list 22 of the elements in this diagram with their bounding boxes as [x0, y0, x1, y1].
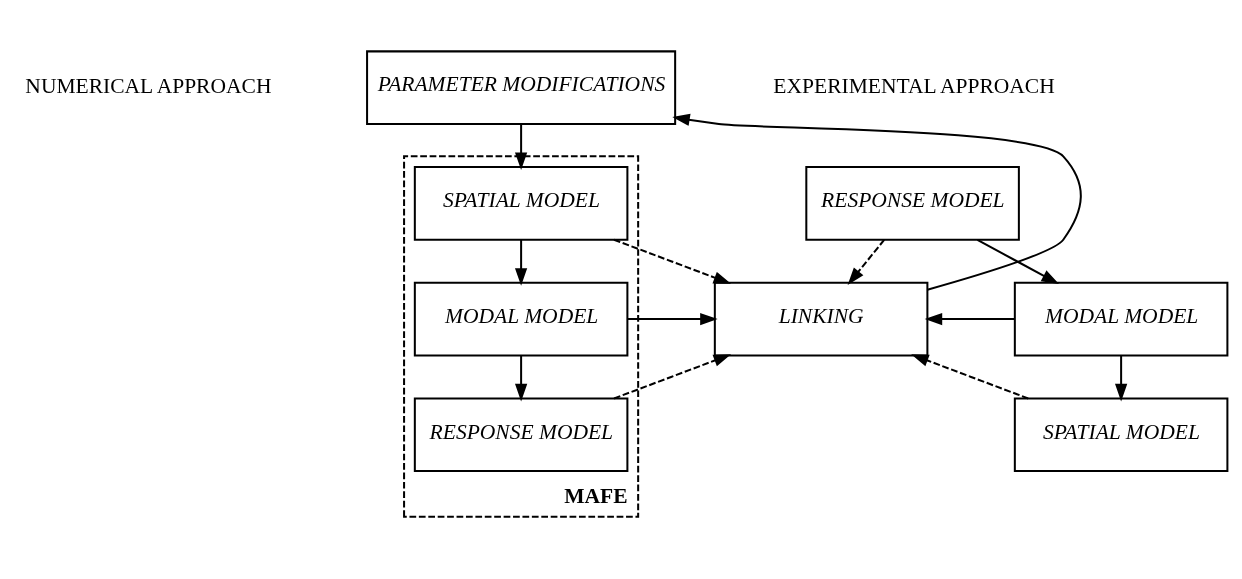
arrow [514, 239, 528, 286]
label: EXPERIMENTAL APPROACH [773, 73, 1055, 98]
node-box: LINKING [713, 281, 929, 357]
arrow [627, 312, 718, 326]
node-box: SPATIAL MODEL [1013, 397, 1229, 473]
arrow [847, 239, 885, 285]
node-box: RESPONSE MODEL [413, 397, 629, 473]
arrow [911, 354, 1029, 400]
label: NUMERICAL APPROACH [25, 73, 272, 98]
node-box: RESPONSE MODEL [805, 166, 1020, 241]
node-box: MODAL MODEL [1013, 281, 1229, 357]
arrow [976, 239, 1060, 285]
arrow [514, 124, 528, 170]
node-box: PARAMETER MODIFICATIONS [366, 50, 677, 126]
arrow [514, 355, 528, 402]
arrow [613, 238, 732, 284]
arrow [1115, 355, 1128, 402]
arrow [613, 354, 732, 400]
arrow [924, 312, 1015, 326]
node-box: SPATIAL MODEL [413, 166, 629, 241]
arrow [672, 113, 1082, 291]
node-box: MODAL MODEL [413, 281, 629, 357]
